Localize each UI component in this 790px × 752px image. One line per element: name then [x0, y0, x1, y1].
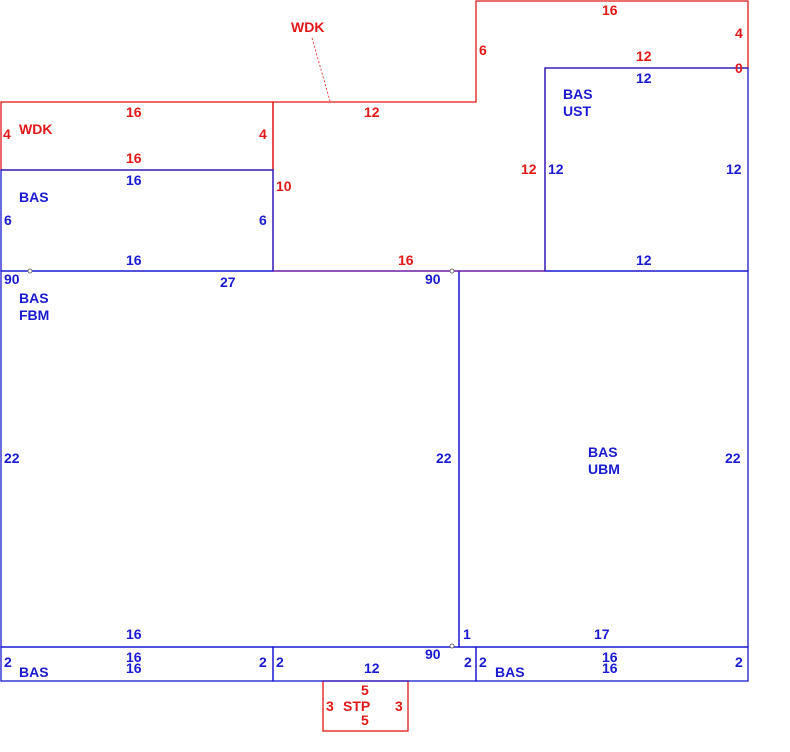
area-label-bas: BAS: [495, 664, 525, 680]
dimension-label: 2: [464, 654, 472, 670]
dimension-label: 16: [126, 172, 142, 188]
dimension-label: 4: [735, 25, 743, 41]
dimension-label: 16: [126, 150, 142, 166]
dimension-label: 2: [259, 654, 267, 670]
dimension-label: 12: [726, 161, 742, 177]
area-label-wdk: WDK: [19, 121, 52, 137]
area-label-wdk: WDK: [291, 19, 324, 35]
dimension-label: 16: [602, 649, 618, 665]
wdk-leader: [311, 37, 331, 102]
dimension-label: 12: [548, 161, 564, 177]
dimension-label: 22: [725, 450, 741, 466]
dimension-label: 4: [259, 126, 267, 142]
dimension-label: 22: [436, 450, 452, 466]
dimension-label: 16: [398, 252, 414, 268]
dimension-label: 16: [126, 626, 142, 642]
dimension-label: 3: [395, 698, 403, 714]
area-label-bas: BAS: [19, 664, 49, 680]
area-label-bas: BAS: [588, 444, 618, 460]
dimension-label: 12: [364, 104, 380, 120]
deck-outline: [272, 0, 749, 271]
dimension-label: 4: [3, 126, 11, 142]
dimension-label: 2: [4, 654, 12, 670]
area-label-ust: UST: [563, 103, 591, 119]
dimension-label: 16: [126, 649, 142, 665]
dimension-label: 12: [636, 70, 652, 86]
dimension-label: 12: [521, 161, 537, 177]
angle-label: 90: [4, 271, 20, 287]
bas-bottom-right-outline: [475, 646, 749, 682]
dimension-label: 6: [259, 212, 267, 228]
dimension-label: 2: [735, 654, 743, 670]
dimension-label: 16: [126, 252, 142, 268]
dimension-label: 16: [602, 2, 618, 18]
dimension-label: 10: [276, 178, 292, 194]
angle-marker: [449, 268, 455, 274]
angle-marker: [449, 643, 455, 649]
dimension-label: 5: [361, 712, 369, 728]
dimension-label: 16: [126, 104, 142, 120]
angle-label: 90: [425, 646, 441, 662]
area-label-stp: STP: [343, 698, 370, 714]
bas-fbm-outline: [0, 270, 460, 648]
angle-label: 90: [425, 271, 441, 287]
dimension-label: 2: [479, 654, 487, 670]
dimension-label: 22: [4, 450, 20, 466]
area-label-fbm: FBM: [19, 307, 49, 323]
dimension-label: 1: [463, 626, 471, 642]
dimension-label: 3: [326, 698, 334, 714]
area-label-bas: BAS: [19, 189, 49, 205]
dimension-label: 5: [361, 682, 369, 698]
area-label-bas: BAS: [19, 290, 49, 306]
dimension-label: 12: [364, 660, 380, 676]
dimension-label: 17: [594, 626, 610, 642]
dimension-label: 6: [479, 42, 487, 58]
dimension-label: 16: [602, 660, 618, 676]
area-label-bas: BAS: [563, 86, 593, 102]
area-label-ubm: UBM: [588, 461, 620, 477]
dimension-label: 16: [126, 660, 142, 676]
dimension-label: 6: [4, 212, 12, 228]
dimension-label: 27: [220, 274, 236, 290]
dimension-label: 12: [636, 252, 652, 268]
dimension-label: 0: [735, 60, 743, 76]
angle-marker: [27, 268, 33, 274]
dimension-label: 12: [636, 48, 652, 64]
dimension-label: 2: [276, 654, 284, 670]
